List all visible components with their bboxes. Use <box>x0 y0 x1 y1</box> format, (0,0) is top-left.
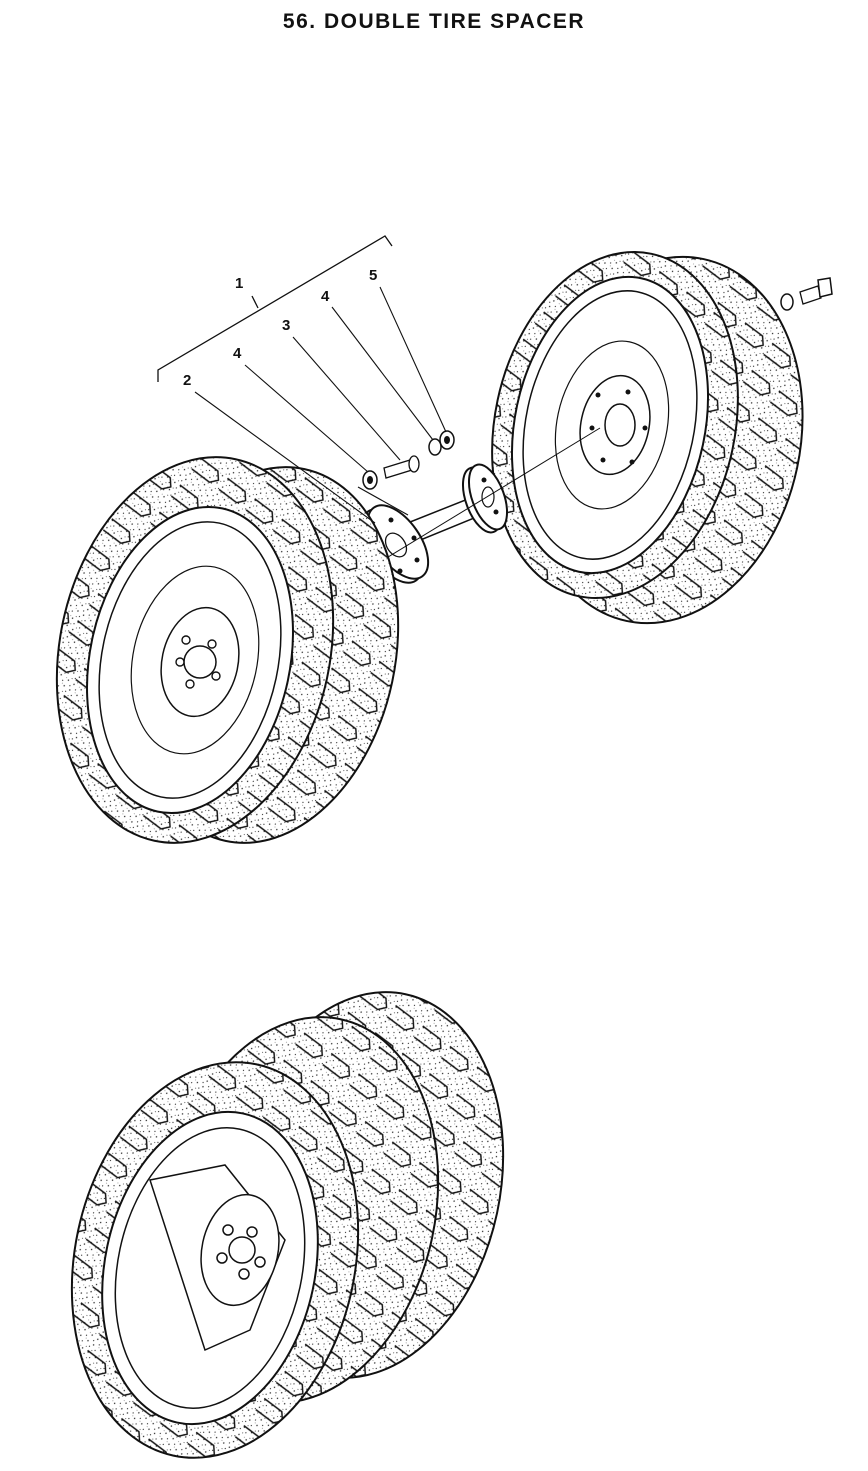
hardware-nut-4 <box>362 470 378 490</box>
axis-line <box>374 427 601 566</box>
right-wheel <box>491 251 804 625</box>
hardware-bolt-3 <box>383 455 420 479</box>
wheel-bolt-and-washer <box>780 277 833 311</box>
spacer-assembly <box>360 277 833 584</box>
page-title: 56. DOUBLE TIRE SPACER <box>282 10 586 33</box>
callout-bracket <box>157 235 393 382</box>
callout-3: 3 <box>282 317 290 334</box>
callout-1: 1 <box>235 275 243 292</box>
callout-2: 2 <box>183 372 191 389</box>
left-wheel <box>55 456 400 844</box>
callout-4-right: 4 <box>321 288 330 305</box>
dual-front-hub <box>200 1193 280 1307</box>
hardware-nut-5 <box>439 430 455 450</box>
assembled-dual-wheels <box>70 991 505 1459</box>
spacer-flange-left <box>360 504 430 584</box>
hardware-washer-4 <box>428 438 442 456</box>
leader-lines <box>194 286 447 524</box>
callout-5: 5 <box>369 267 377 284</box>
callout-4-left: 4 <box>233 345 242 362</box>
right-wheel-hub <box>579 374 651 476</box>
left-wheel-hub <box>160 606 240 718</box>
